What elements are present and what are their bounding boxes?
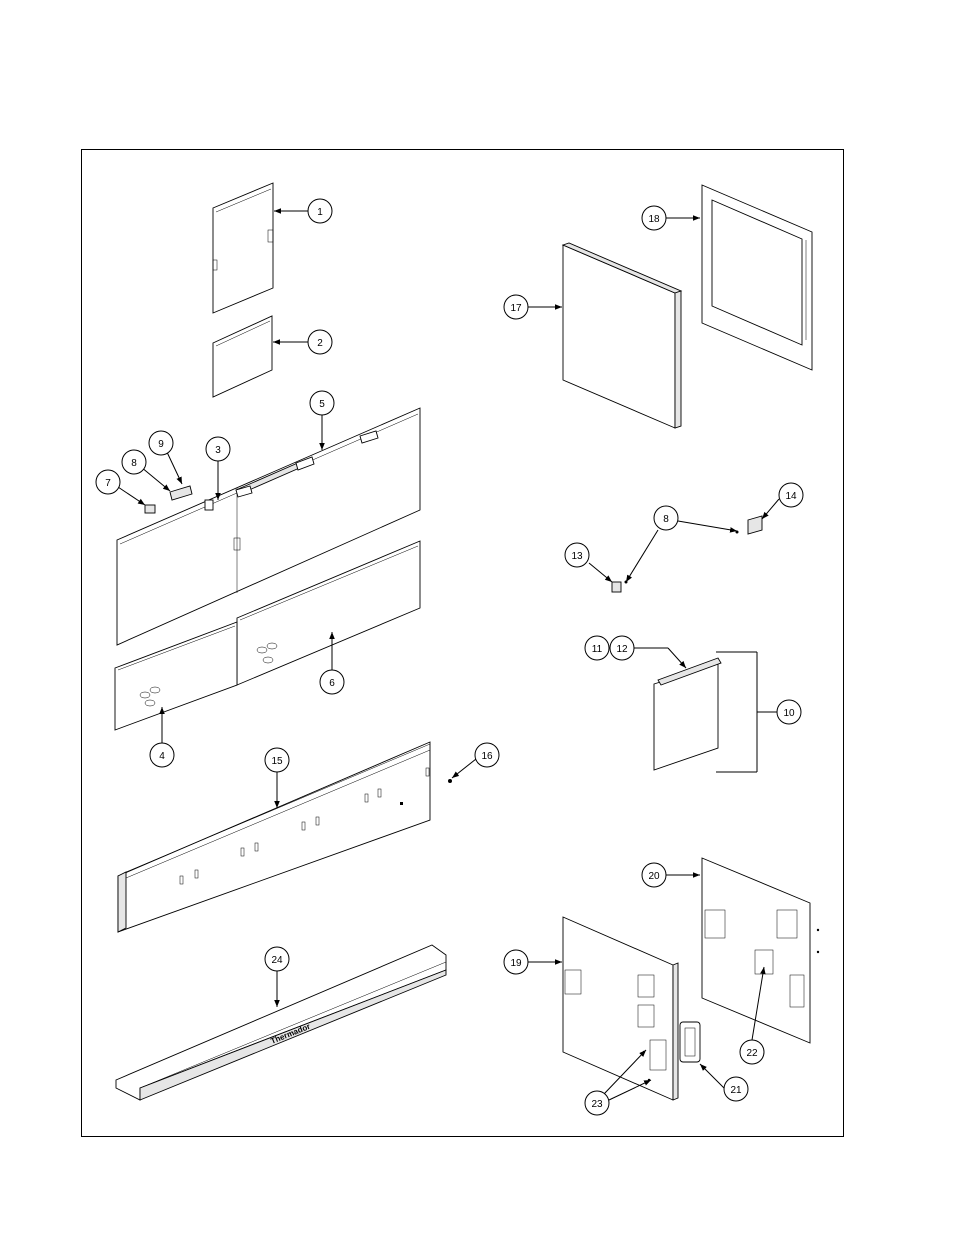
svg-text:8: 8	[663, 514, 669, 525]
svg-text:10: 10	[783, 708, 795, 719]
svg-text:12: 12	[616, 644, 628, 655]
svg-text:17: 17	[510, 303, 522, 314]
callout-8: 8	[121, 449, 147, 475]
svg-text:8: 8	[131, 458, 137, 469]
callout-2: 2	[307, 329, 333, 355]
part-13-bracket	[611, 581, 622, 593]
part-19-panel	[562, 916, 679, 1101]
part-14-bracket	[747, 515, 763, 535]
svg-text:18: 18	[648, 214, 660, 225]
part-20-panel	[701, 857, 820, 1044]
callout-10: 10	[776, 699, 802, 725]
part-10-door-assembly	[653, 651, 758, 773]
figure-frame	[81, 149, 844, 1137]
svg-text:11: 11	[592, 644, 603, 655]
part-17-side-panel	[561, 242, 683, 429]
callout-15: 15	[264, 747, 290, 773]
part-16-screw	[448, 779, 452, 783]
callout-16: 16	[474, 742, 500, 768]
part-5-upper-back-panel	[116, 407, 421, 646]
callout-9: 9	[148, 430, 174, 456]
part-21-frame	[679, 1021, 701, 1063]
leader-lines	[117, 208, 780, 1101]
part-9-bracket	[169, 485, 193, 501]
callout-3: 3	[205, 436, 231, 462]
svg-text:15: 15	[271, 756, 283, 767]
callout-13: 13	[564, 542, 590, 568]
callout-23: 23	[584, 1090, 610, 1116]
svg-text:2: 2	[317, 338, 323, 349]
callout-11: 11	[584, 635, 610, 661]
callout-12: 12	[609, 635, 635, 661]
part-4-lower-back-panel	[114, 621, 238, 731]
callout-18: 18	[641, 205, 667, 231]
svg-text:9: 9	[158, 439, 164, 450]
part-18-side-frame	[701, 184, 813, 371]
callout-8-second: 8	[653, 505, 679, 531]
svg-text:21: 21	[730, 1085, 742, 1096]
svg-text:14: 14	[785, 491, 797, 502]
callout-5: 5	[309, 390, 335, 416]
svg-text:23: 23	[591, 1099, 603, 1110]
part-15-front-trim	[117, 741, 431, 933]
svg-text:22: 22	[746, 1048, 758, 1059]
svg-text:4: 4	[159, 751, 165, 762]
svg-text:5: 5	[319, 399, 325, 410]
callout-19: 19	[503, 949, 529, 975]
callout-1: 1	[307, 198, 333, 224]
svg-text:7: 7	[105, 478, 111, 489]
part-2-lower-panel	[212, 315, 273, 398]
callout-4: 4	[149, 742, 175, 768]
callout-7: 7	[95, 469, 121, 495]
svg-text:1: 1	[317, 207, 323, 218]
part-7-bracket	[144, 504, 156, 514]
callouts: 1 2 3 4 5 6 7 8 9 10 11 12 13 14 15 16 1…	[95, 198, 804, 1116]
callout-17: 17	[503, 294, 529, 320]
part-24-backguard: Thermador	[115, 944, 447, 1101]
svg-text:19: 19	[510, 958, 522, 969]
svg-text:3: 3	[215, 445, 221, 456]
callout-22: 22	[739, 1039, 765, 1065]
part-1-upper-panel	[212, 182, 274, 314]
svg-text:16: 16	[481, 751, 493, 762]
svg-text:13: 13	[571, 551, 583, 562]
callout-14: 14	[778, 482, 804, 508]
svg-text:24: 24	[271, 955, 283, 966]
callout-21: 21	[723, 1076, 749, 1102]
svg-text:6: 6	[329, 678, 335, 689]
callout-20: 20	[641, 862, 667, 888]
callout-6: 6	[319, 669, 345, 695]
svg-text:20: 20	[648, 871, 660, 882]
callout-24: 24	[264, 946, 290, 972]
